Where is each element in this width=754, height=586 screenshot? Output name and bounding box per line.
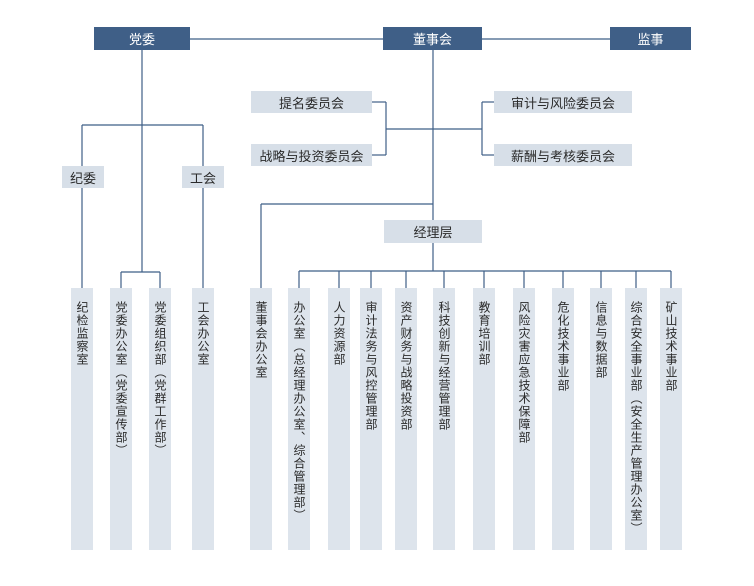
dept-label: 办公室（总经理办公室、综合管理部）: [292, 301, 306, 522]
nomination-committee-box: 提名委员会: [251, 91, 372, 113]
audit-risk-committee-box: 审计与风险委员会: [494, 91, 632, 113]
dept-label: 审计法务与风控管理部: [364, 301, 378, 431]
dept-union-office: 工会办公室: [192, 288, 214, 550]
supervisor-box: 监事: [610, 27, 691, 50]
dept-label: 科技创新与经营管理部: [437, 301, 451, 431]
dept-hazardous-chemicals: 危化技术事业部: [552, 288, 574, 550]
dept-board-office: 董事会办公室: [250, 288, 272, 550]
dept-party-office: 党委办公室（党委宣传部）: [110, 288, 132, 550]
dept-discipline-inspection: 纪检监察室: [71, 288, 93, 550]
dept-label: 综合安全事业部（安全生产管理办公室）: [629, 301, 643, 535]
dept-label: 危化技术事业部: [556, 301, 570, 392]
dept-audit-legal-risk: 审计法务与风控管理部: [360, 288, 382, 550]
dept-general-office: 办公室（总经理办公室、综合管理部）: [288, 288, 310, 550]
dept-label: 工会办公室: [196, 301, 210, 366]
discipline-committee-box: 纪委: [62, 166, 104, 188]
dept-label: 矿山技术事业部: [664, 301, 678, 392]
dept-information-data: 信息与数据部: [590, 288, 612, 550]
dept-label: 党委办公室（党委宣传部）: [114, 301, 128, 457]
dept-asset-finance: 资产财务与战略投资部: [395, 288, 417, 550]
dept-human-resources: 人力资源部: [328, 288, 350, 550]
dept-label: 人力资源部: [332, 301, 346, 366]
dept-risk-emergency: 风险灾害应急技术保障部: [513, 288, 535, 550]
dept-education-training: 教育培训部: [473, 288, 495, 550]
party-committee-box: 党委: [94, 27, 190, 50]
compensation-committee-box: 薪酬与考核委员会: [494, 144, 632, 166]
dept-label: 党委组织部（党群工作部）: [153, 301, 167, 457]
dept-comprehensive-safety: 综合安全事业部（安全生产管理办公室）: [625, 288, 647, 550]
dept-mining-tech: 矿山技术事业部: [660, 288, 682, 550]
union-box: 工会: [182, 166, 224, 188]
dept-label: 资产财务与战略投资部: [399, 301, 413, 431]
board-box: 董事会: [383, 27, 482, 50]
dept-label: 教育培训部: [477, 301, 491, 366]
management-box: 经理层: [384, 220, 482, 243]
dept-label: 纪检监察室: [75, 301, 89, 366]
dept-party-organization: 党委组织部（党群工作部）: [149, 288, 171, 550]
dept-tech-innovation: 科技创新与经营管理部: [433, 288, 455, 550]
dept-label: 信息与数据部: [594, 301, 608, 379]
strategy-investment-committee-box: 战略与投资委员会: [251, 144, 372, 166]
dept-label: 董事会办公室: [254, 301, 268, 379]
dept-label: 风险灾害应急技术保障部: [517, 301, 531, 444]
